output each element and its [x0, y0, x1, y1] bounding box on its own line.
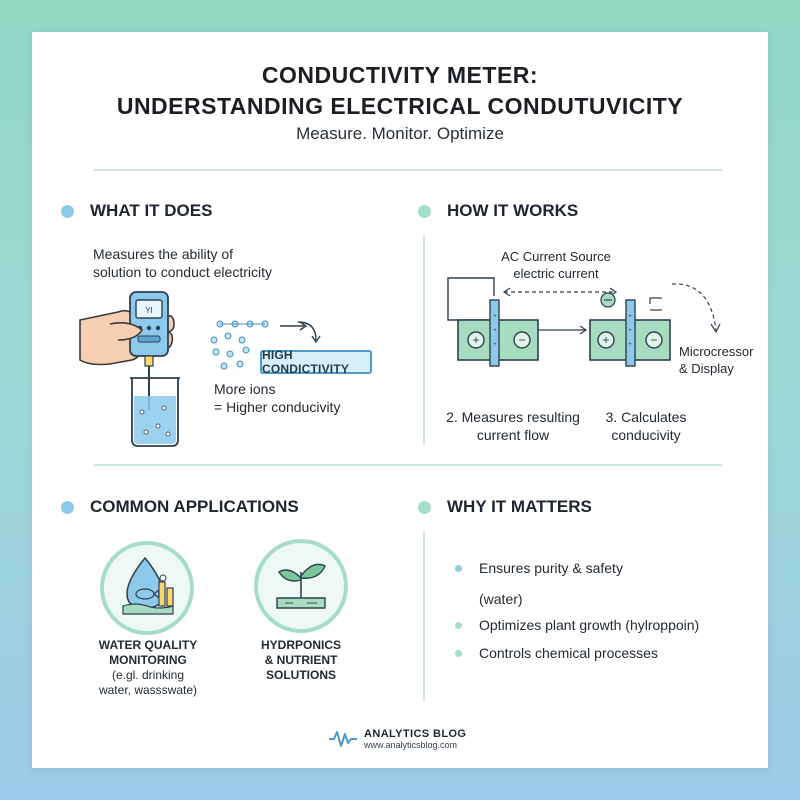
middle-divider: [94, 464, 722, 466]
meter-illustration: YI: [79, 291, 321, 447]
page-subtitle: Measure. Monitor. Optimize: [296, 124, 504, 143]
beaker-icon: [131, 378, 179, 447]
plus-left: +: [472, 333, 479, 347]
section-title: WHAT IT DOES: [90, 201, 213, 220]
ions-icon: [210, 320, 269, 370]
meter-screen: [135, 299, 163, 319]
title-line-2: UNDERSTANDING ELECTRICAL CONDUTUVICITY: [116, 93, 684, 119]
water-line-3: (e.gl. drinking: [111, 668, 185, 682]
micro-line-1: Microcressor: [679, 344, 754, 359]
section-title: WHY IT MATTERS: [447, 497, 592, 516]
step2-line-1: 2. Measures resulting: [446, 409, 580, 425]
bottom-vertical-divider: [423, 532, 425, 702]
svg-text:+: +: [628, 342, 632, 348]
bullet-dot-icon: [455, 564, 462, 572]
hydroponics-icon: [254, 539, 348, 633]
water-line-4: water, wassswate): [98, 683, 198, 697]
step-3-label: 3. Calculates conducivity: [586, 408, 706, 444]
why-item-continuation: (water): [479, 591, 523, 607]
green-dot-icon: [418, 204, 431, 218]
footer-brand: ANALYTICS BLOG www.analyticsblog.com: [328, 728, 466, 750]
more-ions-line-1: More ions: [214, 381, 276, 397]
blue-dot-icon: [61, 204, 74, 218]
water-quality-icon: [100, 541, 194, 635]
waveform-logo-icon: [329, 731, 357, 747]
minus-left: −: [518, 333, 525, 347]
why-item: Ensures purity & safety: [455, 560, 623, 576]
svg-text:+: +: [493, 342, 497, 348]
svg-text:+: +: [493, 328, 497, 334]
page-title: CONDUCTIVITY METER: UNDERSTANDING ELECTR…: [0, 60, 800, 122]
svg-text:+: +: [493, 314, 497, 320]
section-how-it-works: HOW IT WORKS: [418, 201, 578, 221]
what-it-does-description: Measures the ability of solution to cond…: [93, 245, 272, 281]
micro-line-2: & Display: [679, 361, 734, 376]
ac-source-label: AC Current Source electric current: [486, 248, 626, 282]
meter-screen-label: YI: [145, 306, 153, 315]
bullet-dot-icon: [455, 649, 462, 657]
header-divider: [94, 169, 722, 171]
brand-url: www.analyticsblog.com: [364, 740, 458, 750]
section-title: COMMON APPLICATIONS: [90, 497, 299, 516]
hydro-line-1: HYDRPONICS: [260, 638, 341, 652]
water-quality-label: WATER QUALITY MONITORING: [88, 638, 208, 668]
section-what-it-does: WHAT IT DOES: [61, 201, 212, 221]
step-2-label: 2. Measures resulting current flow: [443, 408, 583, 444]
more-ions-line-2: = Higher conducivity: [214, 399, 341, 415]
description-line-1: Measures the ability of: [93, 246, 234, 262]
bullet-dot-icon: [455, 621, 462, 629]
plus-right: +: [602, 333, 609, 347]
hydro-line-2: & NUTRIENT: [264, 653, 338, 667]
why-item: Optimizes plant growth (hylroppoin): [455, 617, 699, 633]
description-line-2: solution to conduct electricity: [93, 264, 272, 280]
hydro-line-3: SOLUTIONS: [265, 668, 336, 682]
minus-right: −: [650, 333, 657, 347]
water-quality-examples: (e.gl. drinking water, wassswate): [88, 668, 208, 698]
electrode-right: [625, 299, 636, 367]
why-item-text: Controls chemical processes: [479, 645, 658, 661]
brand-name: ANALYTICS BLOG: [364, 728, 467, 740]
more-ions-text: More ions = Higher conducivity: [214, 380, 340, 416]
electrode-left: [489, 299, 500, 367]
hydroponics-label: HYDRPONICS & NUTRIENT SOLUTIONS: [241, 638, 361, 683]
water-line-2: MONITORING: [109, 653, 187, 667]
blue-dot-icon: [61, 500, 74, 514]
step3-line-1: 3. Calculates: [605, 409, 687, 425]
step3-line-2: conducivity: [611, 427, 681, 443]
why-item-text: Ensures purity & safety: [479, 560, 623, 576]
circuit-diagram: + − + + + + − + + +: [447, 277, 721, 367]
microprocessor-label: Microcressor & Display: [679, 343, 753, 377]
why-item-text: Optimizes plant growth (hylroppoin): [479, 617, 700, 633]
section-why-it-matters: WHY IT MATTERS: [418, 497, 592, 517]
section-title: HOW IT WORKS: [447, 201, 579, 220]
source-line-1: AC Current Source: [501, 249, 611, 264]
section-common-applications: COMMON APPLICATIONS: [61, 497, 299, 517]
top-vertical-divider: [423, 236, 425, 444]
step2-line-2: current flow: [476, 427, 550, 443]
source-line-2: electric current: [513, 266, 599, 281]
title-line-1: CONDUCTIVITY METER:: [261, 62, 539, 88]
svg-text:+: +: [628, 328, 632, 334]
green-dot-icon: [418, 500, 431, 514]
why-item: Controls chemical processes: [455, 645, 658, 661]
svg-text:+: +: [628, 314, 632, 320]
high-conductivity-badge: HIGH CONDICTIVITY: [260, 348, 372, 376]
water-line-1: WATER QUALITY: [98, 638, 198, 652]
